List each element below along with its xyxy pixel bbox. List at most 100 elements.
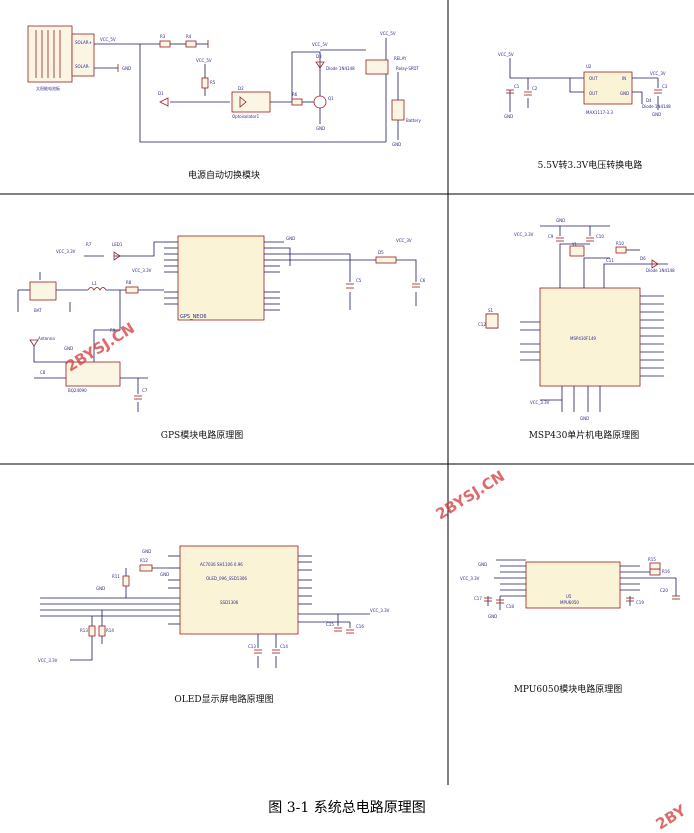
gps-part-c7: C7 [142, 388, 148, 393]
part-relay: Relay-SPDT [396, 66, 419, 71]
part-r5: R5 [210, 80, 216, 85]
part-q1: Q1 [328, 96, 334, 101]
mpu6050-chip [525, 561, 621, 609]
msp-part-r10: R10 [616, 241, 624, 246]
msp-part-diode: Diode 1N4148 [646, 268, 675, 273]
gps-net-vcc33-2: VCC_3.3V [132, 268, 152, 273]
mpu-part-c17: C17 [474, 596, 482, 601]
panel-grid-lines [0, 0, 694, 785]
msp-part-s1: S1 [488, 308, 494, 313]
msp430-chip-name: MSP430F149 [570, 336, 596, 341]
net-label-gnd-1: GND [122, 66, 131, 71]
part-optoisolator: Optoisolator1 [232, 114, 260, 119]
caption-mpu6050: MPU6050模块电路原理图 [514, 683, 623, 695]
gps-charger-chip [65, 361, 121, 387]
net-label-vcc5v-4: VCC_5V [380, 31, 396, 36]
oled-part-r14: R14 [106, 628, 114, 633]
solar-connector [71, 33, 95, 77]
oled-part-c15: C15 [326, 622, 334, 627]
reg-net-vcc5v: VCC_5V [498, 52, 514, 57]
part-diode-1: Diode 1N4148 [326, 66, 355, 71]
caption-gps: GPS模块电路原理图 [161, 429, 243, 441]
reg-pin-in: IN [622, 76, 626, 81]
part-relay-ref: RELAY [394, 56, 407, 61]
oled-part-c14: C14 [280, 644, 288, 649]
caption-msp430: MSP430单片机电路原理图 [529, 429, 640, 441]
gps-part-bq24090: BQ24090 [68, 388, 87, 393]
gps-chip-name: GPS_NEO6 [180, 314, 207, 320]
regulator-chip [583, 71, 633, 105]
mpu-part-u5: U5 [566, 594, 572, 599]
gps-part-d5: D5 [378, 250, 384, 255]
oled-net-gnd-3: GND [96, 586, 105, 591]
net-label-vcc5v-1: VCC_5V [100, 37, 116, 42]
gps-part-r7: R7 [86, 242, 92, 247]
msp-part-d6: D6 [640, 256, 646, 261]
gps-part-c5: C5 [356, 278, 362, 283]
oled-part-c16: C16 [356, 624, 364, 629]
oled-net-gnd-2: GND [160, 572, 169, 577]
gps-part-bat: BAT [34, 308, 42, 313]
caption-power-switch: 电源自动切换模块 [188, 169, 260, 181]
net-label-gnd-2: GND [316, 126, 325, 131]
part-d3: D3 [316, 54, 322, 59]
panel-gps: GPS_NEO6 [17, 235, 426, 441]
part-r6: R6 [292, 92, 298, 97]
mpu-part-c18: C18 [506, 604, 514, 609]
part-battery: Battery [406, 118, 421, 123]
oled-chip [179, 545, 299, 635]
oled-chip-line1: AC7036 SH1106 0.96 [200, 562, 243, 567]
net-label-vcc5v-2: VCC_5V [196, 58, 212, 63]
gps-part-c6: C6 [420, 278, 426, 283]
msp-part-c9: C9 [548, 234, 554, 239]
oled-chip-name: SSD1306 [220, 600, 239, 605]
panel-power-switch: SOLAR+ SOLAR- 太阳能电池板 [27, 25, 421, 181]
msp-part-c10: C10 [596, 234, 604, 239]
solar-pin-1: SOLAR+ [75, 40, 92, 45]
gps-net-vcc33-1: VCC_3.3V [56, 249, 76, 254]
led1-symbol [113, 251, 121, 261]
part-d1: D1 [158, 91, 164, 96]
mpu-net-gnd-1: GND [478, 562, 487, 567]
reg-part-u2: U2 [586, 64, 592, 69]
gps-part-r8: R8 [126, 280, 132, 285]
reg-pin-out2: OUT [589, 91, 598, 96]
part-r3: R3 [160, 34, 166, 39]
msp-part-y1: Y1 [571, 242, 577, 247]
panel-mpu6050: MPU6050 VCC_3.3V GND GND R15 R16 C [460, 557, 680, 695]
figure-caption: 图 3-1 系统总电路原理图 [268, 800, 425, 816]
panel-regulator: OUT OUT IN GND MAX1117-3.3 VCC_5V VCC_3V… [498, 52, 671, 171]
solar-panel-symbol [27, 25, 73, 83]
oled-part-c13: C13 [248, 644, 256, 649]
reset-switch [485, 313, 499, 329]
gps-net-vcc3v: VCC_3V [396, 238, 412, 243]
gps-chip [177, 235, 265, 321]
gps-net-gnd-2: GND [64, 346, 73, 351]
msp-net-gnd-2: GND [580, 416, 589, 421]
part-d2: D2 [238, 86, 244, 91]
oled-net-vcc33-2: VCC_3.3V [38, 658, 58, 663]
panel-msp430: MSP430F149 [478, 218, 675, 441]
msp430-chip [539, 287, 641, 387]
reg-net-gnd-2: GND [652, 112, 661, 117]
mpu-part-c19: C19 [636, 600, 644, 605]
oled-part-r11: R11 [112, 574, 120, 579]
panel-oled: AC7036 SH1106 0.96 OLED_096_SSD1306 SSD1… [38, 545, 390, 705]
reg-part-c3: C3 [662, 84, 668, 89]
gps-part-c8: C8 [40, 370, 46, 375]
oled-part-r12: R12 [140, 558, 148, 563]
reg-net-vcc3v: VCC_3V [650, 71, 666, 76]
msp-part-c12: C12 [478, 322, 486, 327]
regulator-chip-name: MAX1117-3.3 [586, 110, 613, 115]
gps-net-gnd-1: GND [286, 236, 295, 241]
net-label-vcc5v-3: VCC_5V [312, 42, 328, 47]
reg-part-diode: Diode 1N4148 [642, 104, 671, 109]
mpu-part-r16: R16 [662, 569, 670, 574]
reg-pin-out1: OUT [589, 76, 598, 81]
oled-net-gnd-1: GND [142, 549, 151, 554]
reg-net-gnd-1: GND [504, 114, 513, 119]
gps-battery [29, 281, 57, 301]
mpu-net-gnd-2: GND [488, 614, 497, 619]
gps-part-l1: L1 [92, 281, 97, 286]
